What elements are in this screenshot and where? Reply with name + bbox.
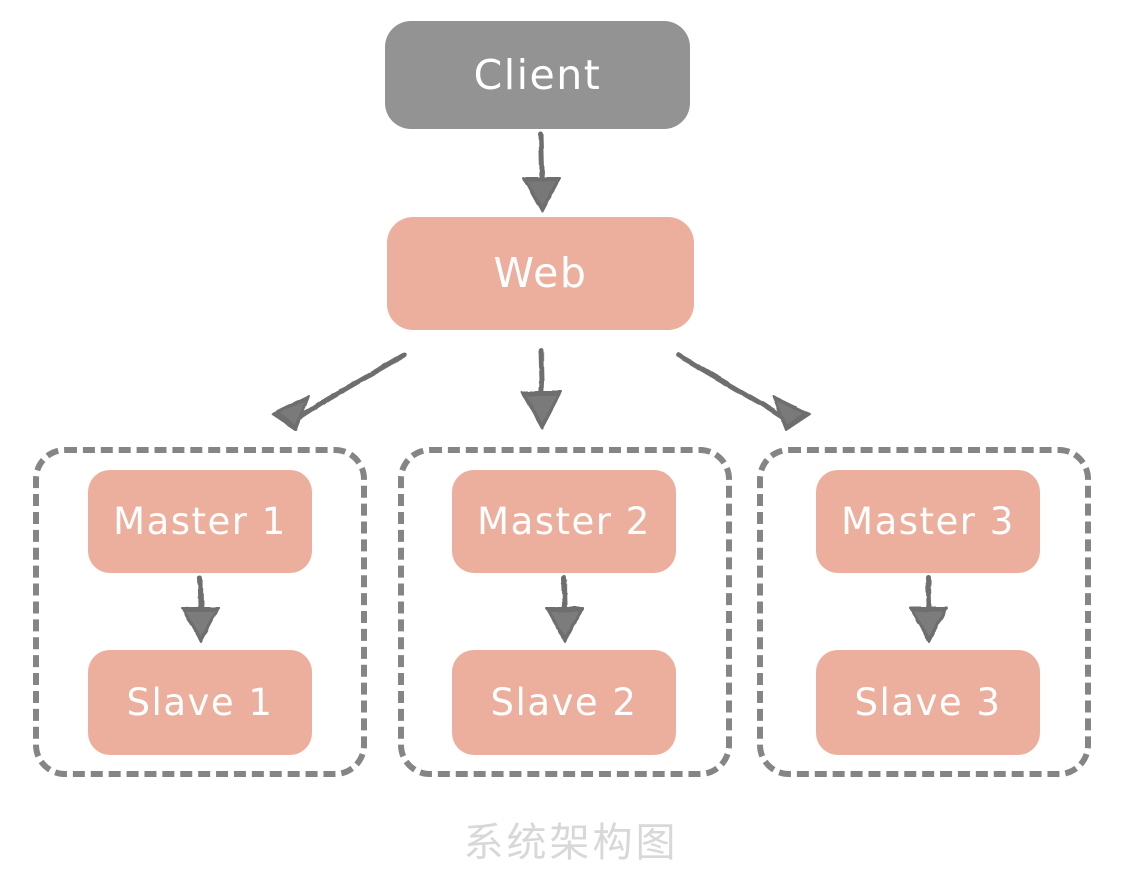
node-slave-3-label: Slave 3 [854, 681, 1002, 724]
node-slave-2-label: Slave 2 [490, 681, 638, 724]
group-shard-3 [757, 447, 1091, 777]
arrow-web-to-master2 [521, 347, 562, 429]
node-slave-2[interactable]: Slave 2 [452, 650, 676, 755]
group-shard-1 [33, 447, 367, 777]
node-master-2-label: Master 2 [477, 500, 651, 543]
node-slave-1[interactable]: Slave 1 [88, 650, 312, 755]
node-slave-3[interactable]: Slave 3 [816, 650, 1040, 755]
group-shard-2 [398, 447, 732, 777]
arrow-client-to-web [522, 131, 561, 213]
node-web-label: Web [493, 249, 588, 297]
node-master-3-label: Master 3 [841, 500, 1015, 543]
diagram-caption: 系统架构图 [463, 820, 679, 866]
arrow-web-to-master3 [675, 352, 811, 431]
node-slave-1-label: Slave 1 [126, 681, 274, 724]
node-client[interactable]: Client [385, 21, 690, 129]
node-master-2[interactable]: Master 2 [452, 470, 676, 573]
node-web[interactable]: Web [387, 217, 694, 330]
node-master-3[interactable]: Master 3 [816, 470, 1040, 573]
node-master-1-label: Master 1 [113, 500, 287, 543]
arrow-web-to-master1 [271, 352, 407, 431]
node-master-1[interactable]: Master 1 [88, 470, 312, 573]
node-client-label: Client [473, 50, 602, 99]
